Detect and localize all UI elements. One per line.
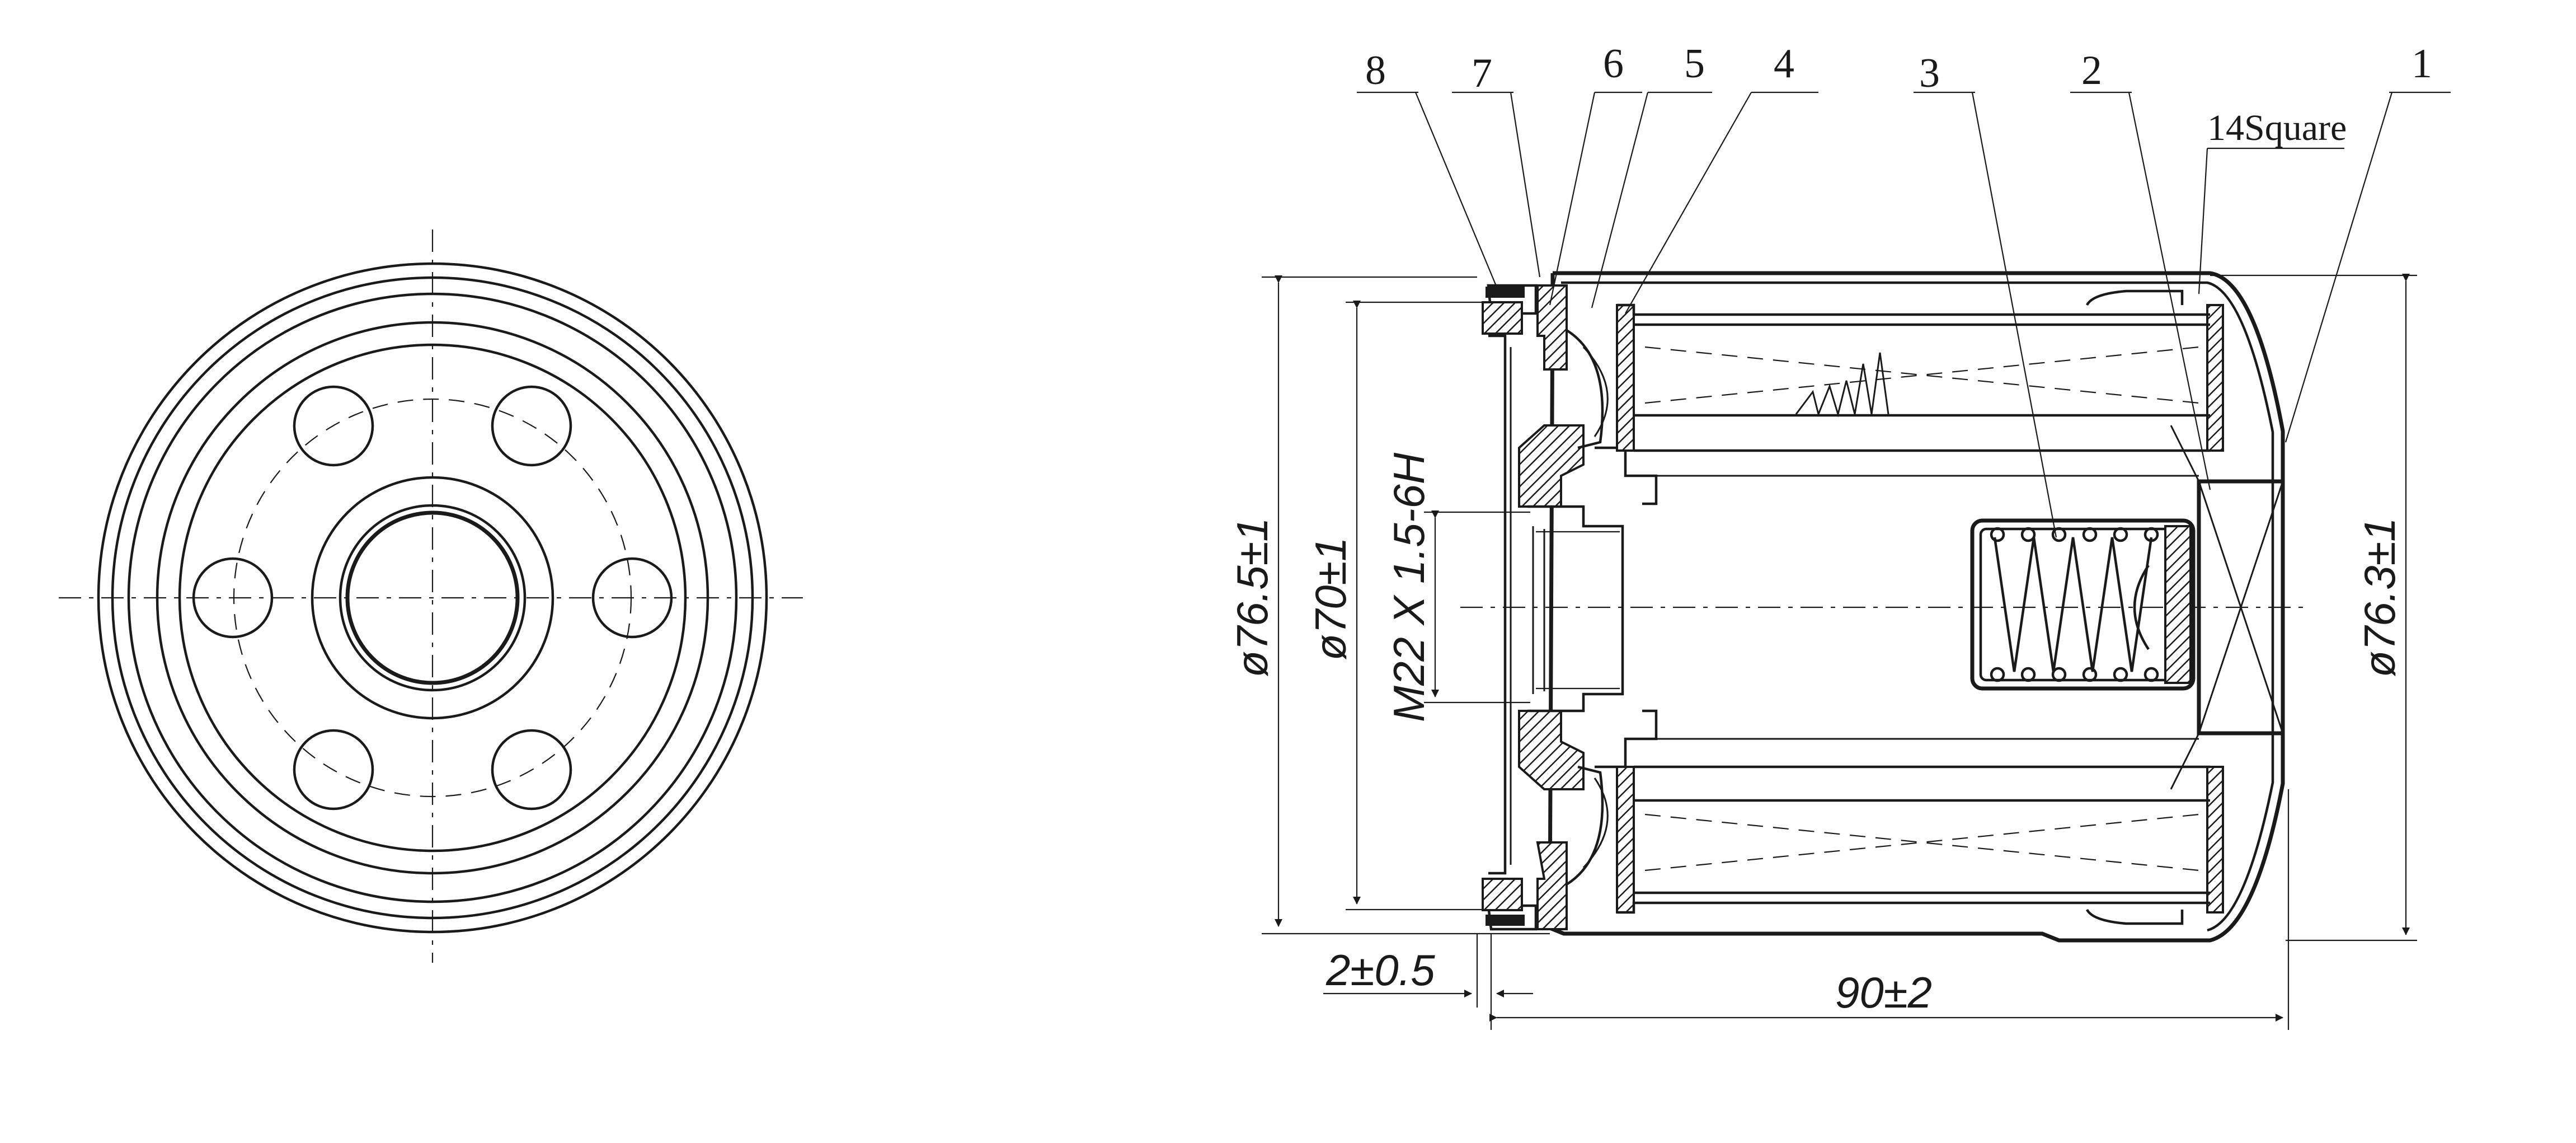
bypass-valve — [1970, 518, 2196, 691]
oil-inlet-holes — [192, 385, 673, 811]
dim-height: 90±2 — [1835, 968, 1932, 1017]
part-label: 1 — [2412, 41, 2432, 87]
square-note: 14Square — [2207, 107, 2347, 148]
section-view: 8 7 6 5 4 3 2 1 14Square — [1228, 41, 2451, 1030]
inlet-hole — [491, 385, 572, 467]
part-label: 2 — [2081, 48, 2102, 93]
part-label: 8 — [1365, 48, 1386, 93]
part-label: 3 — [1919, 50, 1940, 96]
part-label: 4 — [1774, 41, 1794, 87]
base-plate — [1482, 273, 1568, 931]
end-view-outer-rings — [97, 262, 768, 934]
dim-seal-diameter: ø70±1 — [1306, 537, 1355, 660]
center-tube — [1656, 475, 2199, 740]
end-cap-upper-left — [1616, 304, 1635, 452]
seal-ring-lower — [1536, 841, 1568, 930]
wrench-boss — [2085, 289, 2285, 925]
inlet-hole — [293, 729, 374, 811]
dim-outer-diameter-left: ø76.5±1 — [1228, 517, 1277, 677]
spring-wire-ends — [1990, 527, 2159, 682]
inlet-hole — [491, 729, 572, 811]
dim-gasket-offset: 2±0.5 — [1325, 945, 1435, 995]
spring-coil — [1993, 537, 2153, 672]
dimension-texts: ø76.5±1 ø70±1 M22 X 1.5-6H ø76.3±1 2±0.5… — [1228, 452, 2404, 1017]
part-label: 7 — [1472, 50, 1492, 96]
part-labels: 8 7 6 5 4 3 2 1 14Square — [1365, 41, 2432, 148]
gasket-lower — [1482, 878, 1523, 911]
end-view — [59, 229, 803, 963]
seal-ring-upper — [1536, 284, 1568, 371]
end-cap-lower-right — [2206, 766, 2224, 914]
gasket-upper — [1482, 301, 1523, 335]
center-thread-bore — [311, 476, 554, 720]
dim-thread: M22 X 1.5-6H — [1384, 452, 1433, 722]
dim-outer-diameter-right: ø76.3±1 — [2355, 517, 2404, 677]
filter-element — [1616, 303, 2224, 914]
end-cap-upper-right — [2206, 304, 2224, 452]
part-leaders — [1357, 91, 2451, 538]
inlet-hole — [192, 557, 274, 639]
bolt-circle — [233, 398, 632, 798]
part-label: 5 — [1684, 41, 1705, 87]
dimension-lines — [1262, 274, 2417, 1030]
inlet-hole — [293, 385, 374, 467]
inlet-hole — [591, 557, 673, 639]
end-cap-lower-left — [1616, 766, 1635, 914]
end-view-centerlines — [59, 229, 803, 963]
part-label: 6 — [1603, 41, 1624, 87]
threaded-hub — [1518, 424, 1624, 790]
pleats-detail — [1795, 352, 1889, 418]
